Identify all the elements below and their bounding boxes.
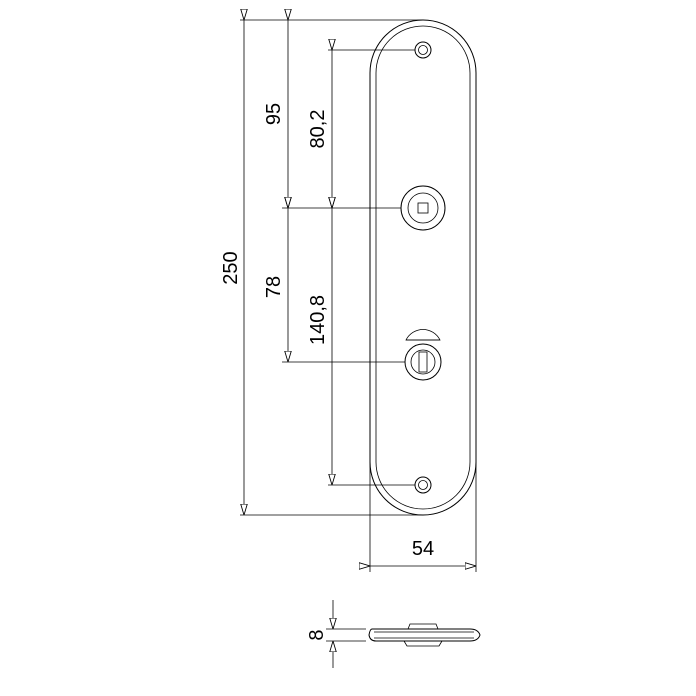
dim-label-screw-to-screw: 140,8 xyxy=(307,295,329,345)
dimension-width: 54 xyxy=(370,538,476,566)
dimension-top-screw-to-handle: 80,2 xyxy=(307,50,332,208)
plate-front-view xyxy=(369,19,477,516)
handle-spindle-hole xyxy=(400,185,446,231)
bottom-screw-hole xyxy=(414,476,432,494)
extension-lines xyxy=(240,19,477,572)
dimension-handle-to-turn: 78 xyxy=(263,208,288,362)
plate-side-view xyxy=(368,623,481,647)
dimension-thickness: 8 xyxy=(306,600,366,668)
side-view-back-boss xyxy=(403,640,443,647)
plate-inner-outline xyxy=(375,25,471,510)
dimension-top-to-handle: 95 xyxy=(263,20,288,208)
side-view-outline xyxy=(368,628,481,642)
dim-label-top-to-handle: 95 xyxy=(263,103,285,125)
dim-label-top-screw-to-handle: 80,2 xyxy=(307,110,329,149)
turn-release-indicator xyxy=(404,329,442,381)
plate-outline xyxy=(369,19,477,516)
dim-label-thickness: 8 xyxy=(306,629,328,640)
dimension-overall-height: 250 xyxy=(220,20,244,515)
top-screw-hole xyxy=(414,41,432,59)
dim-label-width: 54 xyxy=(412,538,434,560)
dim-label-overall-height: 250 xyxy=(220,251,242,284)
dimension-screw-to-screw: 140,8 xyxy=(307,208,332,485)
dim-label-handle-to-turn: 78 xyxy=(263,276,285,298)
side-view-turn-knob xyxy=(407,623,439,630)
